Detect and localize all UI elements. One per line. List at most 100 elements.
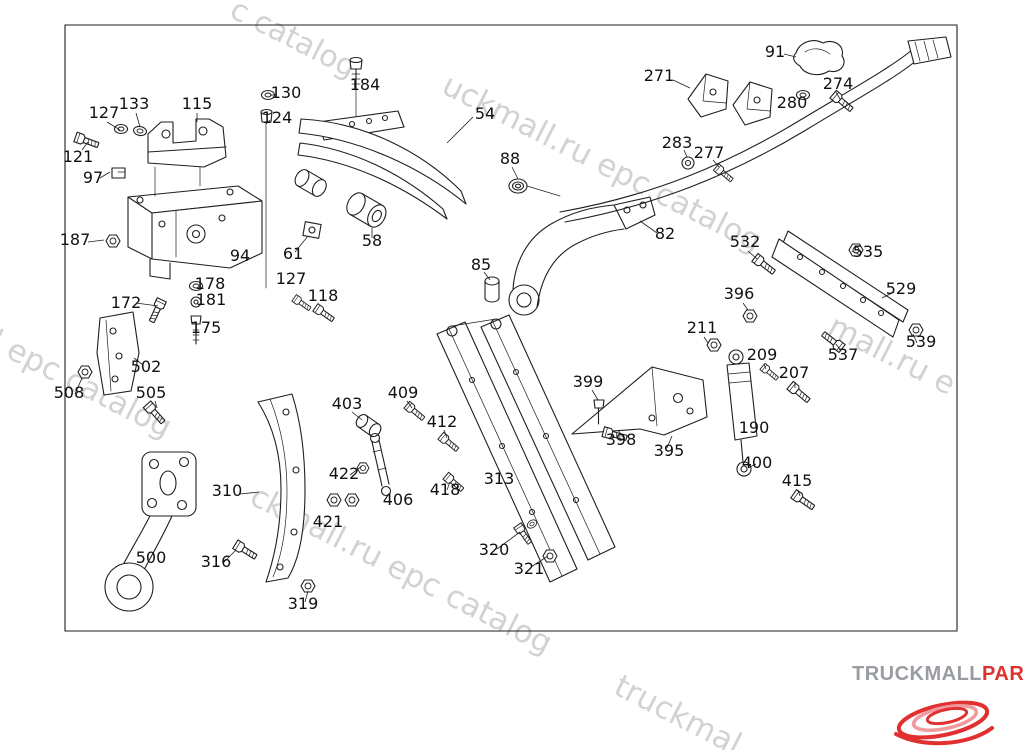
part-number-label: 395 (654, 441, 685, 460)
bolt-409-icon (403, 400, 427, 423)
part-number-label: 535 (853, 242, 884, 261)
small-hardware-61 (291, 221, 337, 324)
part-number-label: 172 (111, 293, 142, 312)
nut-396-icon (742, 309, 758, 323)
part-number-label: 313 (484, 469, 515, 488)
part-number-label: 532 (730, 232, 761, 251)
part-number-label: 184 (350, 75, 381, 94)
washer-133-icon (132, 124, 148, 138)
part-number-label: 94 (230, 246, 250, 265)
watermark-text: truckmal (608, 668, 747, 750)
part-number-label: 508 (54, 383, 85, 402)
part-number-label: 271 (644, 66, 675, 85)
part-number-label: 500 (136, 548, 167, 567)
part-number-label: 399 (573, 372, 604, 391)
spring-assembly-54 (294, 118, 467, 228)
part-number-label: 539 (906, 332, 937, 351)
bolt-316-icon (232, 539, 259, 562)
part-number-label: 130 (271, 83, 302, 102)
part-number-label: 127 (276, 269, 307, 288)
part-number-label: 319 (288, 594, 319, 613)
part-number-label: 190 (739, 418, 770, 437)
diagram-border (64, 24, 958, 632)
part-number-label: 274 (823, 74, 854, 93)
part-number-label: 181 (196, 290, 227, 309)
part-number-label: 115 (182, 94, 213, 113)
part-number-label: 207 (779, 363, 810, 382)
part-number-label: 403 (332, 394, 363, 413)
exploded-view-drawing (64, 24, 958, 632)
part-number-label: 396 (724, 284, 755, 303)
part-number-label: 421 (313, 512, 344, 531)
part-number-label: 400 (742, 453, 773, 472)
part-number-label: 187 (60, 230, 91, 249)
part-number-label: 121 (63, 147, 94, 166)
shock-absorber-190 (706, 338, 817, 513)
part-number-label: 133 (119, 94, 150, 113)
part-number-label: 406 (383, 490, 414, 509)
nut-321-icon (542, 549, 558, 563)
logo-text-primary: TRUCKMALL (852, 663, 983, 685)
bushing-85 (484, 276, 500, 303)
nut-187-icon (105, 234, 121, 248)
part-number-label: 54 (475, 104, 495, 123)
part-number-label: 398 (606, 430, 637, 449)
nut-508-icon (77, 365, 93, 379)
part-number-label: 502 (131, 357, 162, 376)
part-number-label: 529 (886, 279, 917, 298)
nut-421b-icon (344, 493, 360, 507)
rubber-mounts (681, 40, 856, 184)
part-number-label: 412 (427, 412, 458, 431)
logo: TRUCKMALLPARTS (852, 663, 1024, 750)
part-number-label: 422 (329, 464, 360, 483)
bolt-118-icon (312, 303, 337, 324)
bolt-209-icon (759, 362, 781, 383)
part-number-label: 211 (687, 318, 718, 337)
part-number-label: 97 (83, 168, 103, 187)
part-number-label: 415 (782, 471, 813, 490)
part-number-label: 58 (362, 231, 382, 250)
part-number-label: 82 (655, 224, 675, 243)
washer-127-icon (113, 123, 129, 135)
part-number-label: 209 (747, 345, 778, 364)
part-number-label: 505 (136, 383, 167, 402)
part-number-label: 85 (471, 255, 491, 274)
part-number-label: 321 (514, 559, 545, 578)
part-number-label: 88 (500, 149, 520, 168)
part-number-label: 537 (828, 345, 859, 364)
bolt-274-icon (829, 89, 856, 115)
part-number-label: 127 (89, 103, 120, 122)
bracket-310 (232, 393, 316, 593)
part-number-label: 124 (262, 108, 293, 127)
bolt-207-icon (786, 380, 813, 406)
nut-211-icon (706, 338, 722, 352)
part-number-label: 178 (195, 274, 226, 293)
lever-500 (77, 311, 197, 612)
part-number-label: 175 (191, 318, 222, 337)
torsion-bar-and-arm-82 (508, 36, 952, 316)
part-number-label: 91 (765, 42, 785, 61)
part-number-label: 118 (308, 286, 339, 305)
part-number-label: 418 (430, 480, 461, 499)
bracket-529 (742, 230, 924, 354)
part-number-label: 280 (777, 93, 808, 112)
part-number-label: 283 (662, 133, 693, 152)
part-number-label: 61 (283, 244, 303, 263)
part-number-label: 316 (201, 552, 232, 571)
bolt-412-icon (437, 431, 461, 454)
grommet-88 (508, 178, 528, 194)
watermark-text: c catalog (224, 0, 362, 85)
nut-421-icon (326, 493, 342, 507)
part-number-label: 409 (388, 383, 419, 402)
nut-319-icon (300, 579, 316, 593)
logo-swirl-icon (894, 700, 994, 746)
part-number-label: 310 (212, 481, 243, 500)
frame-rails-313 (436, 314, 616, 583)
bolt-415-icon (790, 489, 817, 513)
part-number-label: 277 (694, 143, 725, 162)
logo-text-accent: PARTS (982, 663, 1024, 685)
bolt-172-icon (146, 297, 167, 325)
